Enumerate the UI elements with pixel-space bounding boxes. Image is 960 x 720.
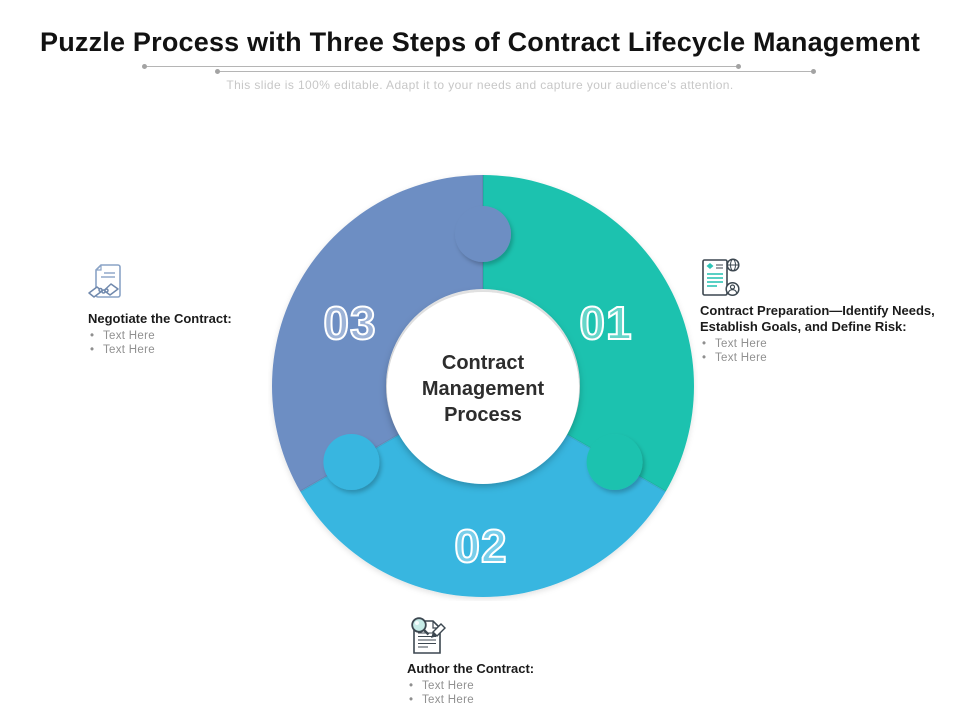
- contract-document-globe-person-icon: [702, 258, 740, 297]
- divider-dot: [811, 69, 816, 74]
- step-block-3: Negotiate the Contract: Text Here Text H…: [88, 263, 303, 357]
- bullet-list: Text Here Text Here: [88, 330, 303, 357]
- segment-number-02: 02: [453, 520, 508, 572]
- bullet-list: Text Here Text Here: [700, 338, 960, 365]
- bullet-text: Text Here: [88, 344, 303, 358]
- bullet-text: Text Here: [407, 694, 632, 708]
- subtitle: This slide is 100% editable. Adapt it to…: [226, 78, 734, 92]
- bullet-text: Text Here: [88, 330, 303, 344]
- bullet-text: Text Here: [700, 338, 960, 352]
- step-title: Contract Preparation—Identify Needs, Est…: [700, 303, 935, 334]
- puzzle-segment-02: [300, 434, 666, 597]
- step-block-2: Author the Contract: Text Here Text Here: [407, 615, 632, 707]
- puzzle-segment-01: [483, 175, 694, 492]
- divider-line-bottom: [219, 71, 813, 72]
- center-label: Contract Management Process: [421, 352, 545, 426]
- puzzle-knob-top: [455, 206, 511, 262]
- segment-number-03: 03: [322, 297, 377, 349]
- bullet-text: Text Here: [700, 352, 960, 366]
- puzzle-donut-diagram: [272, 175, 694, 597]
- divider-line-top: [146, 66, 738, 67]
- puzzle-segment-03: [272, 175, 483, 492]
- document-magnifier-pencil-icon: [411, 617, 446, 654]
- document-handshake-icon: [88, 264, 121, 298]
- step-title: Negotiate the Contract:: [88, 311, 232, 326]
- center-circle: [387, 292, 579, 484]
- bullet-text: Text Here: [407, 680, 632, 694]
- bullet-list: Text Here Text Here: [407, 680, 632, 707]
- divider-dot: [215, 69, 220, 74]
- step-block-1: Contract Preparation—Identify Needs, Est…: [700, 257, 960, 365]
- divider-dot: [736, 64, 741, 69]
- puzzle-knob-bottom-left: [323, 434, 380, 490]
- segment-number-01: 01: [578, 297, 633, 349]
- puzzle-knob-bottom-right: [586, 434, 643, 490]
- divider-dot: [142, 64, 147, 69]
- page-title: Puzzle Process with Three Steps of Contr…: [39, 27, 921, 57]
- step-title: Author the Contract:: [407, 661, 535, 676]
